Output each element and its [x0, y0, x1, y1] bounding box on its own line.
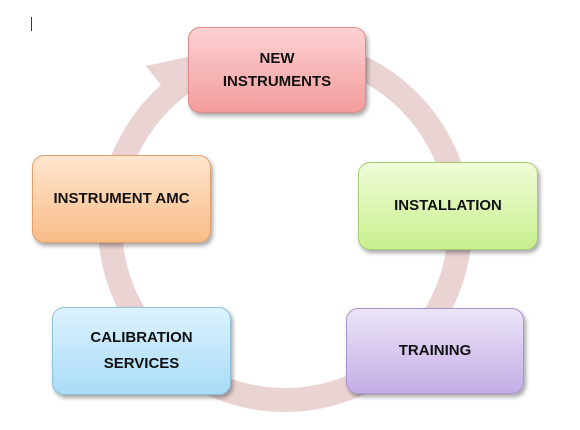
node-calibration-services-line-2: SERVICES	[103, 355, 180, 372]
node-training: TRAINING	[346, 308, 524, 394]
node-installation: INSTALLATION	[358, 162, 538, 250]
node-instrument-amc: INSTRUMENT AMC	[32, 155, 211, 243]
node-new-instruments: NEW INSTRUMENTS	[188, 27, 366, 113]
node-installation-label: INSTALLATION	[394, 197, 502, 215]
cycle-arrow-head	[146, 55, 196, 104]
node-calibration-services: CALIBRATION SERVICES	[52, 307, 231, 395]
node-calibration-services-line-1: CALIBRATION	[90, 328, 193, 346]
text-cursor	[31, 17, 32, 31]
node-new-instruments-line-2: INSTRUMENTS	[222, 73, 332, 90]
node-training-label: TRAINING	[398, 342, 472, 360]
node-new-instruments-line-1: NEW	[259, 49, 295, 67]
node-instrument-amc-label: INSTRUMENT AMC	[53, 190, 190, 208]
